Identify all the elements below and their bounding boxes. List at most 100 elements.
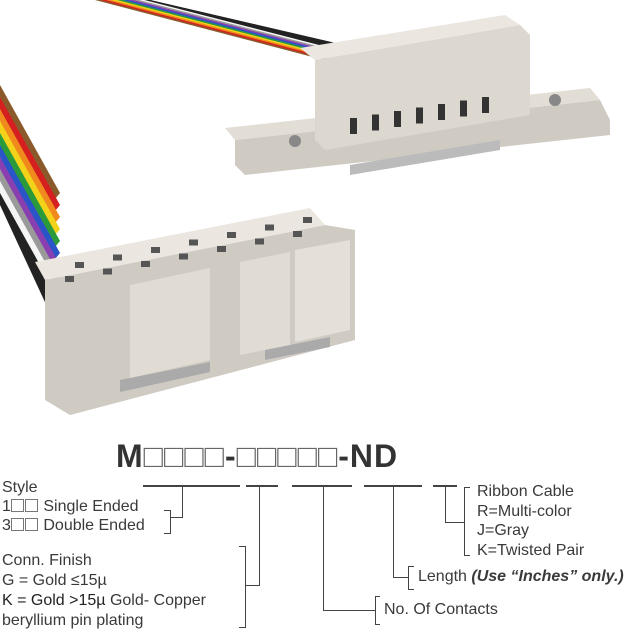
cable-wire bbox=[144, 0, 345, 51]
cable-wire bbox=[0, 85, 60, 205]
style-single-label: Single Ended bbox=[43, 498, 139, 515]
leader-ribbon bbox=[445, 485, 446, 523]
leader-style-h bbox=[170, 517, 183, 518]
bracket-contacts-bot bbox=[375, 624, 380, 625]
cable-wire bbox=[128, 0, 340, 54]
cable-wire bbox=[111, 0, 335, 57]
contact-hole bbox=[227, 232, 236, 238]
bracket-contacts-top bbox=[375, 596, 380, 597]
ribbon-k: K=Twisted Pair bbox=[477, 542, 585, 559]
style-double: 3 Double Ended bbox=[2, 517, 145, 535]
leader-contacts bbox=[323, 485, 324, 611]
part-number-prefix: M bbox=[116, 438, 144, 474]
cable-wire bbox=[100, 0, 332, 59]
contact-slot bbox=[394, 111, 401, 127]
finish-k-rest: Gold- Copper bbox=[105, 592, 207, 609]
contact-slot bbox=[416, 107, 423, 124]
style-single-prefix: 1 bbox=[2, 498, 11, 515]
finish-k: K = Gold >15µ Gold- Copper bbox=[2, 592, 206, 610]
connector-right bbox=[225, 15, 610, 175]
finish-title: Conn. Finish bbox=[2, 552, 92, 569]
finish-k-2: beryllium pin plating bbox=[2, 612, 144, 629]
bracket-ribbon bbox=[464, 487, 465, 556]
length-label: Length (Use “Inches” only.) bbox=[418, 568, 624, 586]
placeholder-box bbox=[24, 499, 38, 512]
cable-wire bbox=[0, 109, 60, 229]
part-number-separator: - bbox=[224, 438, 237, 474]
cable-wire bbox=[106, 0, 334, 58]
contact-hole bbox=[255, 238, 264, 245]
finish-g: G = Gold ≤15µ bbox=[2, 572, 107, 589]
underline-style bbox=[143, 485, 240, 487]
bracket-length bbox=[408, 566, 409, 590]
part-number-suffix: -ND bbox=[338, 438, 399, 474]
connector-left bbox=[35, 208, 355, 415]
contact-hole bbox=[151, 247, 160, 253]
length-note: (Use “Inches” only.) bbox=[471, 568, 624, 585]
ribbon-cable-left bbox=[0, 85, 60, 313]
bracket-contacts bbox=[375, 596, 376, 625]
cable-wire bbox=[122, 0, 339, 55]
bracket-style-top bbox=[164, 510, 170, 511]
part-number-template: M□□□□-□□□□□-ND bbox=[116, 438, 398, 475]
bracket-finish bbox=[245, 546, 246, 628]
contact-hole bbox=[303, 217, 312, 223]
contact-slot bbox=[438, 104, 445, 120]
part-number-boxes-2: □□□□□ bbox=[236, 438, 339, 474]
bracket-length-top bbox=[408, 566, 414, 567]
placeholder-box bbox=[24, 518, 38, 531]
underline-finish bbox=[246, 485, 278, 487]
cable-wire bbox=[0, 145, 60, 265]
bracket-style-bot bbox=[164, 533, 170, 534]
contact-hole bbox=[141, 261, 150, 267]
ribbon-r: R=Multi-color bbox=[477, 503, 572, 520]
bracket-style bbox=[170, 510, 171, 534]
cable-wire bbox=[0, 133, 60, 253]
contact-slot bbox=[372, 114, 379, 131]
contact-hole bbox=[179, 253, 188, 260]
contact-slot bbox=[482, 97, 489, 113]
length-label-text: Length bbox=[418, 568, 472, 585]
style-double-label: Double Ended bbox=[43, 517, 145, 534]
cable-wire bbox=[0, 97, 60, 217]
ribbon-title: Ribbon Cable bbox=[477, 483, 574, 500]
cable-wire bbox=[0, 169, 60, 289]
contact-hole bbox=[113, 254, 122, 261]
cable-wire bbox=[95, 0, 330, 60]
contact-hole bbox=[265, 224, 274, 231]
part-number-boxes-1: □□□□ bbox=[143, 438, 225, 474]
bracket-finish-top bbox=[239, 546, 245, 547]
contact-hole bbox=[75, 262, 84, 268]
cable-wire bbox=[117, 0, 337, 56]
contact-hole bbox=[103, 268, 112, 275]
style-single: 1 Single Ended bbox=[2, 498, 139, 516]
ribbon-cable-assembly-photo bbox=[0, 0, 610, 415]
placeholder-box bbox=[10, 518, 24, 531]
contacts-label: No. Of Contacts bbox=[384, 601, 498, 618]
cable-wire bbox=[0, 121, 60, 241]
ribbon-cable-top bbox=[95, 0, 345, 60]
bracket-ribbon-bot bbox=[464, 555, 470, 556]
leader-length bbox=[393, 485, 394, 578]
cable-wire bbox=[133, 0, 342, 53]
style-title: Style bbox=[2, 479, 38, 496]
bracket-ribbon-top bbox=[464, 487, 470, 488]
contact-hole bbox=[189, 239, 198, 246]
contact-hole bbox=[217, 246, 226, 252]
cable-wire bbox=[139, 0, 344, 52]
contact-slot bbox=[460, 100, 467, 117]
leader-finish bbox=[259, 485, 260, 586]
leader-length-h bbox=[393, 577, 408, 578]
ribbon-j: J=Gray bbox=[477, 522, 530, 539]
leader-finish-h bbox=[245, 585, 260, 586]
leader-ribbon-h bbox=[445, 522, 464, 523]
style-double-prefix: 3 bbox=[2, 517, 11, 534]
underline-contacts bbox=[292, 485, 352, 487]
contact-hole bbox=[65, 276, 74, 282]
bracket-length-bot bbox=[408, 589, 414, 590]
placeholder-box bbox=[10, 499, 24, 512]
leader-style bbox=[182, 485, 183, 518]
contact-hole bbox=[293, 231, 302, 237]
finish-k-bold: K = Gold >15µ bbox=[2, 592, 106, 609]
